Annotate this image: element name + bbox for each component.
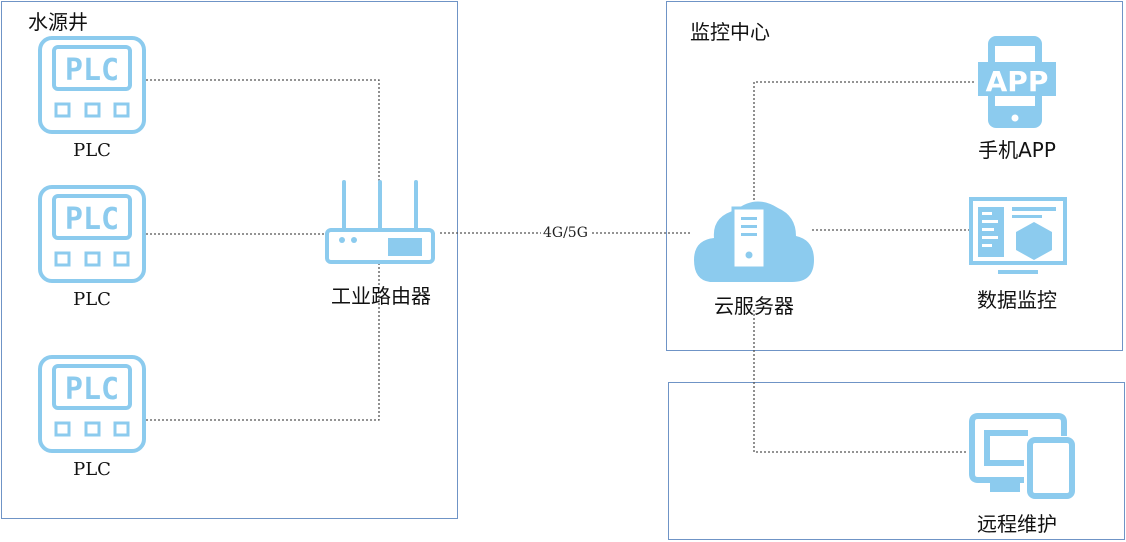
link-plc3-router xyxy=(146,264,380,421)
plc-2-label: PLC xyxy=(73,289,111,310)
plc-1-label: PLC xyxy=(73,140,111,161)
monitoring-center-group xyxy=(666,1,1123,351)
mobile-app-icon: APP xyxy=(978,36,1056,128)
link-cloud-app xyxy=(753,81,975,200)
mobile-app-label: 手机APP xyxy=(978,138,1056,162)
remote-maintenance-label: 远程维护 xyxy=(977,512,1057,536)
app-icon-text: APP xyxy=(986,65,1049,98)
plc-icon-text: PLC xyxy=(65,372,119,407)
remote-devices-icon xyxy=(969,413,1075,499)
monitoring-center-title: 监控中心 xyxy=(690,20,770,44)
water-well-group xyxy=(1,1,458,519)
plc-icon-text: PLC xyxy=(65,202,119,237)
link-cloud-remote xyxy=(753,310,968,453)
plc-icon: PLC xyxy=(38,185,146,283)
router-icon xyxy=(325,180,435,264)
router-label: 工业路由器 xyxy=(331,284,431,308)
water-well-title: 水源井 xyxy=(28,10,88,34)
plc-icon: PLC xyxy=(38,36,146,134)
plc-3-label: PLC xyxy=(73,459,111,480)
plc-icon: PLC xyxy=(38,355,146,453)
monitor-icon xyxy=(969,197,1067,274)
plc-icon-text: PLC xyxy=(65,53,119,88)
cloud-server-icon xyxy=(694,201,814,282)
link-label-4g5g: 4G/5G xyxy=(541,225,590,241)
remote-maintenance-group xyxy=(668,382,1125,540)
link-plc1-router xyxy=(146,79,380,232)
cloud-server-label: 云服务器 xyxy=(714,294,794,318)
data-monitor-label: 数据监控 xyxy=(977,288,1057,312)
